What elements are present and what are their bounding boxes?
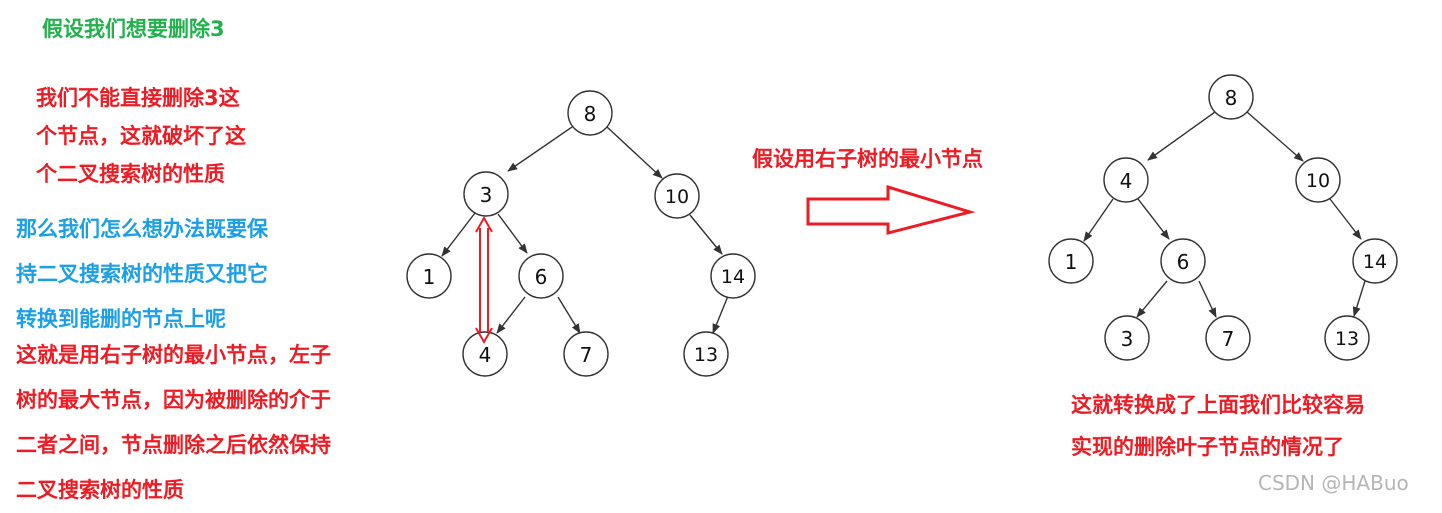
svg-text:6: 6 [1177, 250, 1190, 274]
node-6: 6 [518, 253, 564, 299]
note-red-1: 我们不能直接删除3这 个节点，这就破坏了这 个二叉搜索树的性质 [36, 79, 246, 193]
node-6: 6 [1160, 238, 1206, 284]
note-line: 这就是用右子树的最小节点，左子 [16, 343, 331, 367]
svg-text:10: 10 [1306, 170, 1330, 192]
node-1: 1 [406, 253, 452, 299]
arrow-caption: 假设用右子树的最小节点 [752, 147, 983, 171]
svg-text:4: 4 [1120, 169, 1133, 193]
svg-text:4: 4 [479, 343, 492, 367]
edge [1137, 198, 1170, 240]
node-8: 8 [567, 90, 613, 136]
edge [1352, 280, 1366, 317]
svg-text:7: 7 [1222, 327, 1235, 351]
node-7: 7 [563, 331, 609, 377]
node-3: 3 [463, 171, 509, 217]
tree-after [1083, 111, 1366, 318]
note-line: 持二叉搜索树的性质又把它 [16, 262, 268, 286]
note-line: 那么我们怎么想办法既要保 [16, 217, 268, 241]
edge [1147, 111, 1216, 161]
svg-text:8: 8 [584, 102, 597, 126]
note-line: 二者之间，节点删除之后依然保持 [16, 433, 331, 457]
edge [606, 126, 663, 179]
edge [1246, 111, 1304, 162]
svg-text:13: 13 [1335, 328, 1359, 350]
edge [507, 126, 573, 172]
svg-text:1: 1 [423, 265, 436, 289]
svg-text:6: 6 [535, 265, 548, 289]
svg-text:8: 8 [1225, 86, 1238, 110]
node-4: 4 [462, 331, 508, 377]
edge [441, 212, 476, 257]
svg-text:3: 3 [1121, 327, 1134, 351]
node-1: 1 [1048, 238, 1094, 284]
note-line: 个节点，这就破坏了这 [36, 124, 246, 148]
svg-text:10: 10 [665, 186, 689, 208]
node-10: 10 [1295, 157, 1341, 203]
node-4: 4 [1103, 157, 1149, 203]
caption-line: 实现的删除叶子节点的情况了 [1071, 435, 1344, 459]
svg-text:13: 13 [694, 344, 718, 366]
node-3: 3 [1104, 315, 1150, 361]
edge [689, 214, 723, 255]
note-line: 二叉搜索树的性质 [16, 478, 184, 502]
svg-text:1: 1 [1065, 250, 1078, 274]
title-text: 假设我们想要删除3 [42, 17, 225, 41]
edge [557, 296, 581, 334]
note-line: 树的最大节点，因为被删除的介于 [16, 388, 331, 412]
edge [1083, 198, 1114, 242]
edge [712, 295, 729, 334]
node-13: 13 [1324, 315, 1370, 361]
node-13: 13 [683, 331, 729, 377]
tree-before-nodes: 8 3 10 1 6 14 4 7 13 [406, 90, 756, 377]
edge [1198, 280, 1217, 318]
note-blue: 那么我们怎么想办法既要保 持二叉搜索树的性质又把它 转换到能删的节点上呢 [16, 207, 268, 342]
edge [497, 213, 528, 254]
node-10: 10 [654, 173, 700, 219]
svg-text:14: 14 [1363, 251, 1387, 273]
edge [1329, 198, 1362, 240]
node-8: 8 [1208, 74, 1254, 120]
right-caption: 这就转换成了上面我们比较容易 实现的删除叶子节点的情况了 [1071, 384, 1365, 468]
note-line: 个二叉搜索树的性质 [36, 162, 225, 186]
svg-text:7: 7 [580, 343, 593, 367]
node-14: 14 [1352, 238, 1398, 284]
svg-text:3: 3 [480, 183, 493, 207]
tree-after-nodes: 8 4 10 1 6 14 3 7 13 [1048, 74, 1398, 361]
swap-arrow [475, 215, 493, 345]
transform-arrow [806, 184, 976, 235]
node-14: 14 [710, 253, 756, 299]
caption-line: 这就转换成了上面我们比较容易 [1071, 393, 1365, 417]
note-red-2: 这就是用右子树的最小节点，左子 树的最大节点，因为被删除的介于 二者之间，节点删… [16, 333, 331, 513]
edge [1136, 280, 1168, 318]
note-line: 我们不能直接删除3这 [36, 86, 240, 110]
node-7: 7 [1205, 315, 1251, 361]
edge [496, 296, 526, 334]
watermark: CSDN @HABuo [1258, 471, 1409, 495]
tree-before [441, 126, 729, 334]
note-line: 转换到能删的节点上呢 [16, 307, 226, 331]
svg-text:14: 14 [721, 266, 745, 288]
